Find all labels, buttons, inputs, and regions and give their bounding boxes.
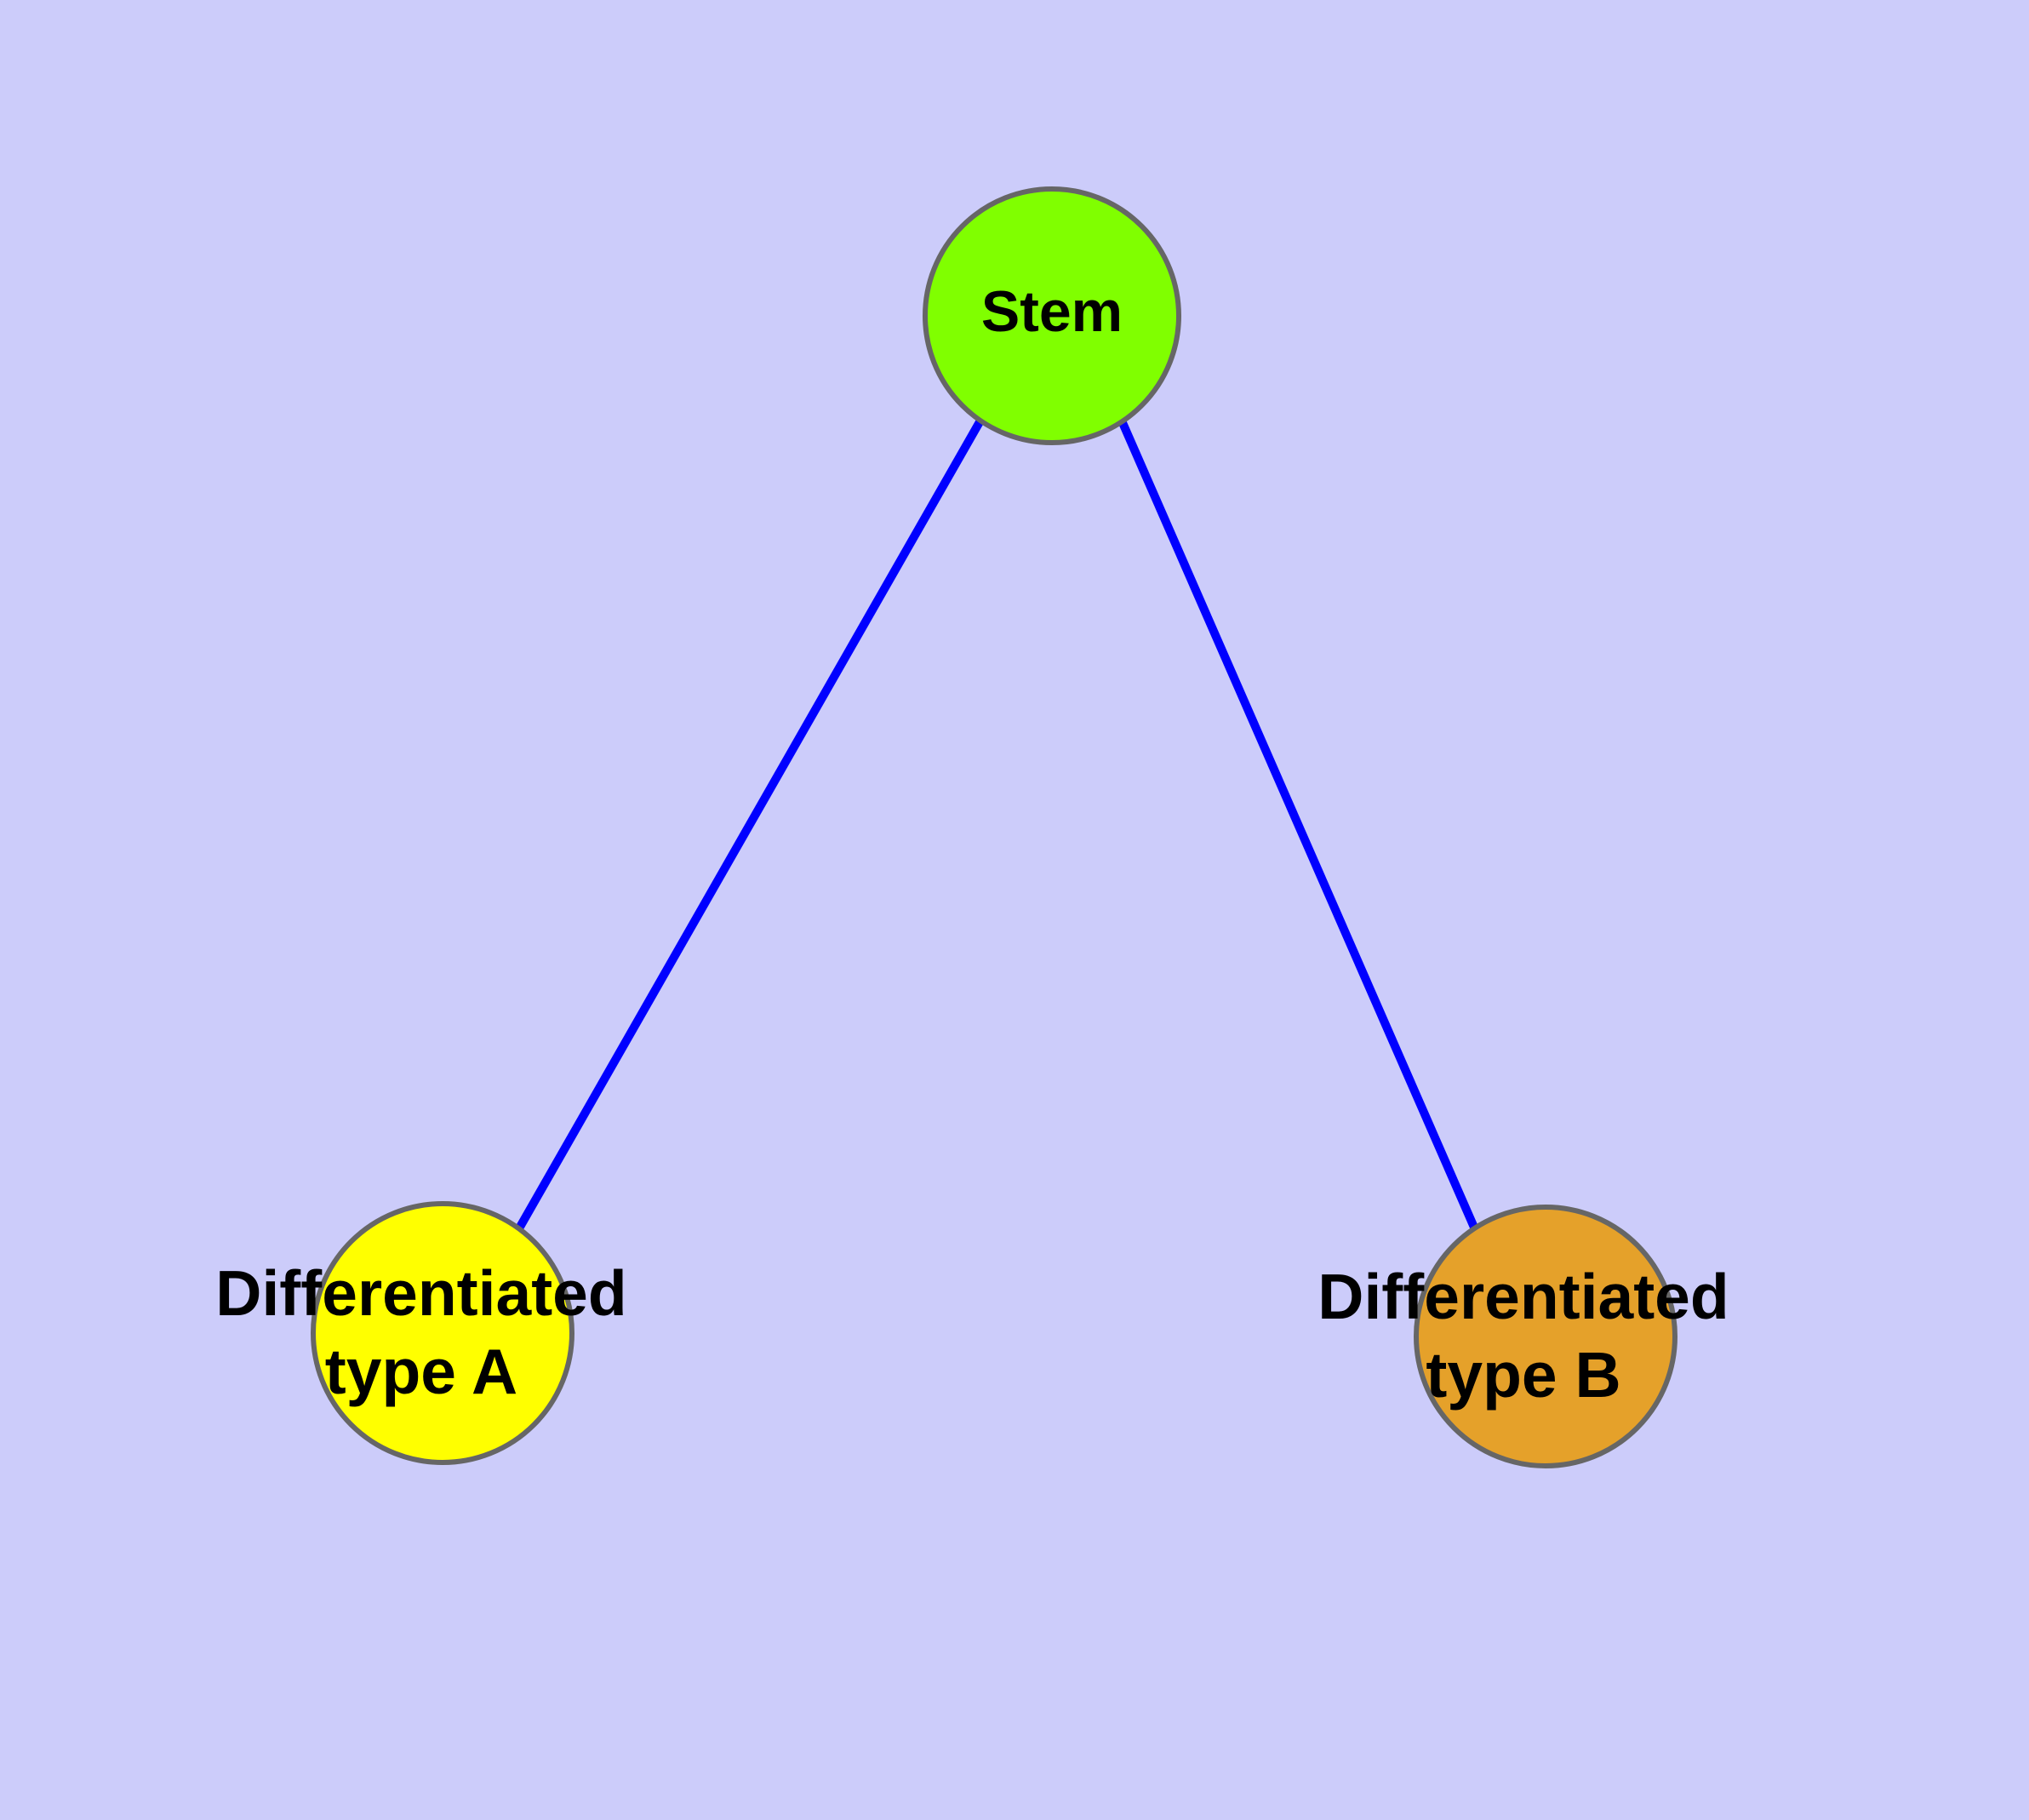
node-differentiated-type-b-circle[interactable] bbox=[1414, 1205, 1677, 1468]
node-differentiated-type-a-label-line2: type A bbox=[325, 1336, 517, 1407]
node-stem[interactable]: Stem bbox=[923, 186, 1181, 445]
node-stem-label: Stem bbox=[981, 279, 1123, 344]
node-differentiated-type-a-label-line1: Differentiated bbox=[215, 1257, 626, 1329]
edge-group bbox=[515, 416, 1479, 1232]
node-differentiated-type-b-label-line2: type B bbox=[1426, 1339, 1620, 1411]
node-differentiated-type-b-label-line1: Differentiated bbox=[1317, 1261, 1729, 1332]
edge-stem-to-differentiated-type-b[interactable] bbox=[1117, 416, 1479, 1232]
edge-stem-to-differentiated-type-a[interactable] bbox=[515, 418, 985, 1231]
node-differentiated-type-a-circle[interactable] bbox=[311, 1201, 574, 1465]
node-differentiated-type-b[interactable]: Differentiated type B bbox=[1317, 1205, 1729, 1468]
node-differentiated-type-a[interactable]: Differentiated type A bbox=[215, 1201, 627, 1465]
node-stem-circle[interactable] bbox=[923, 186, 1181, 445]
